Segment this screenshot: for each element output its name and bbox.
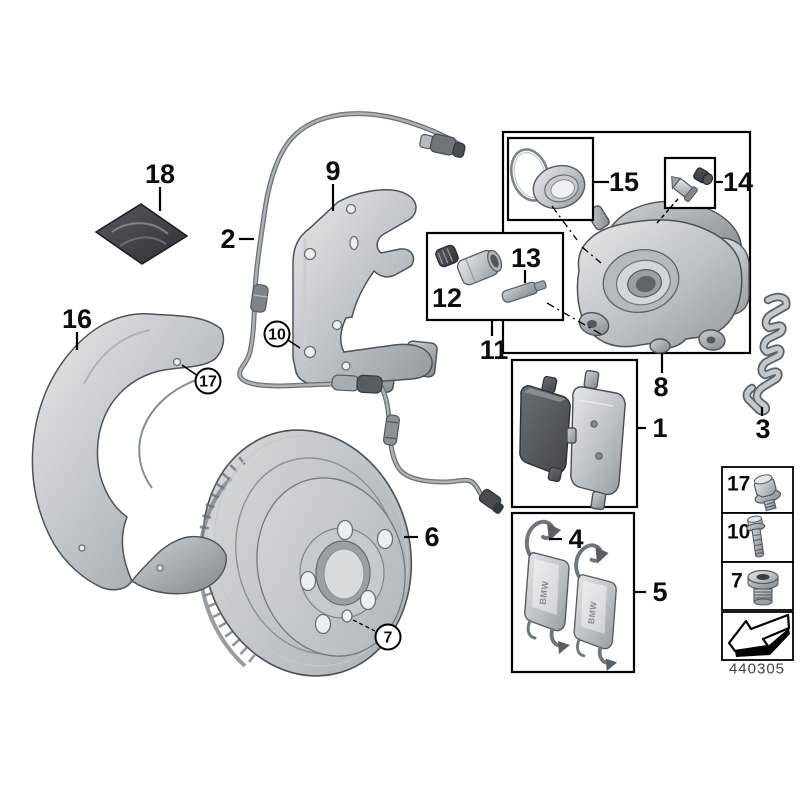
bracket-slot	[349, 235, 359, 251]
clip-brand-text: BMW	[538, 580, 551, 605]
callout-7[interactable]: 7	[384, 630, 393, 647]
sensor-plug	[419, 133, 466, 158]
drawing-number: 440305	[729, 661, 785, 678]
brake-pads	[519, 369, 626, 511]
screw-plug-icon	[747, 569, 779, 606]
callout-15[interactable]: 15	[609, 167, 639, 197]
callout-14[interactable]: 14	[723, 167, 753, 197]
callout-13[interactable]: 13	[511, 243, 541, 273]
inline-connector	[331, 374, 383, 394]
bleeder-pointer	[656, 198, 679, 224]
guide-pin	[501, 280, 547, 303]
clip-brand-text: BMW	[586, 600, 599, 624]
pad-clip-left: BMW	[524, 519, 570, 654]
callout-10[interactable]: 10	[268, 327, 286, 344]
callout-1[interactable]: 1	[652, 413, 667, 443]
bracket-hole	[345, 203, 357, 215]
bracket-hole	[341, 361, 351, 371]
guide-bushing-cap	[435, 244, 459, 268]
lug-hole	[336, 519, 354, 541]
lug-hole	[359, 589, 377, 611]
flange-bolt-icon	[753, 474, 782, 512]
dust-shield	[31, 313, 227, 595]
shield-lower-flap	[130, 535, 227, 595]
brake-disc	[197, 429, 413, 677]
callout-4[interactable]: 4	[568, 524, 583, 554]
seal-repair-kit	[509, 148, 586, 210]
brake-caliper	[576, 200, 750, 354]
fastener-table: 17 10 7	[721, 466, 794, 611]
seal-kit-pointer	[551, 205, 578, 241]
callout-6[interactable]: 6	[424, 522, 439, 552]
bleeder-cap	[693, 167, 714, 186]
lug-hole	[376, 528, 394, 550]
callout-10-circled[interactable]: 10	[263, 320, 291, 348]
callout-3[interactable]: 3	[755, 414, 770, 444]
guide-sleeve-kit	[435, 244, 547, 303]
callout-11[interactable]: 11	[480, 335, 509, 365]
hex-bolt-icon	[746, 515, 766, 558]
cable-grommet	[250, 284, 269, 313]
fastener-label-10[interactable]: 10	[727, 521, 750, 544]
pad-clip-right: BMW	[573, 543, 618, 671]
callout-7-circled[interactable]: 7	[374, 623, 402, 651]
direction-arrow	[721, 611, 794, 661]
grease-packet	[95, 203, 188, 265]
sensor-tip	[478, 488, 504, 514]
bracket-hole	[303, 345, 317, 359]
bracket-hole	[303, 247, 317, 261]
callout-18[interactable]: 18	[145, 159, 175, 189]
fastener-label-17[interactable]: 17	[727, 473, 750, 496]
set-screw-hole	[341, 609, 353, 623]
carrier-bracket	[292, 189, 438, 393]
fastener-label-7[interactable]: 7	[731, 570, 743, 593]
direction-arrow-shadow	[735, 628, 790, 657]
guide-pin-pointer	[546, 302, 605, 337]
bleeder-valve	[671, 167, 714, 202]
shield-hole	[156, 564, 164, 572]
leader-lines	[75, 180, 764, 632]
disc-center-bore	[323, 548, 365, 600]
callout-16[interactable]: 16	[62, 304, 92, 334]
wear-sensor-lead	[237, 111, 504, 514]
callout-8[interactable]: 8	[653, 372, 668, 402]
callout-2[interactable]: 2	[220, 224, 235, 254]
lug-hole	[314, 613, 332, 635]
caliper-piston	[602, 249, 680, 313]
callout-5[interactable]: 5	[652, 577, 667, 607]
callout-17[interactable]: 17	[199, 374, 217, 391]
callout-labels: 18 2 9 16 15 14 12 13 11 8 1 3 4 5 6 7 1…	[62, 156, 771, 651]
callout-17-circled[interactable]: 17	[194, 367, 222, 395]
bracket-hole	[331, 319, 343, 331]
callout-9[interactable]: 9	[325, 156, 340, 186]
shield-screw-hole	[172, 357, 182, 367]
callout-12[interactable]: 12	[432, 283, 462, 313]
retaining-spring	[742, 292, 791, 416]
dust-boot-ring	[532, 164, 586, 210]
lug-hole	[299, 570, 317, 592]
seal-kit-pointer	[581, 246, 602, 264]
pad-inner	[519, 385, 571, 475]
guide-bushing	[456, 249, 503, 286]
pad-outer	[570, 386, 626, 496]
shield-hole	[78, 544, 86, 552]
cable-sleeve	[383, 414, 400, 446]
